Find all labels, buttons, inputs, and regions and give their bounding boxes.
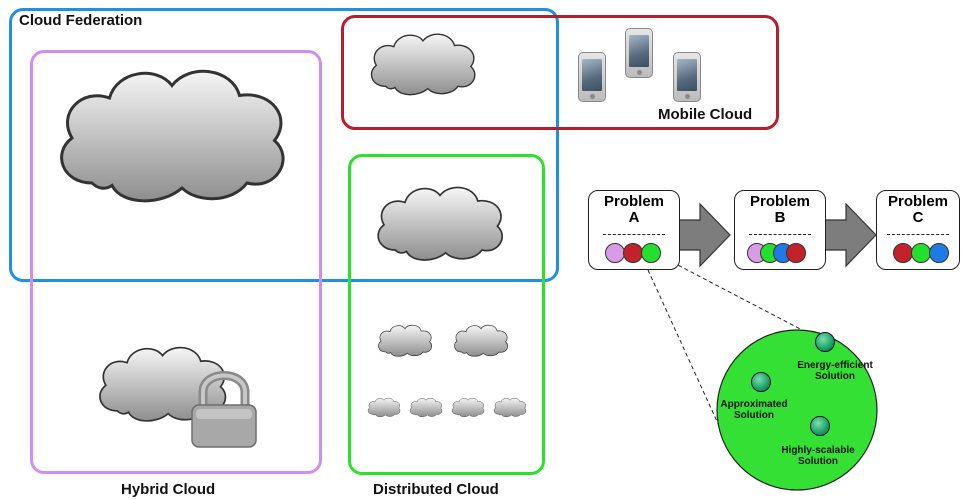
- distributed-main-cloud: [377, 186, 504, 261]
- approach-dot: [623, 243, 643, 263]
- zoom-line-left: [647, 269, 721, 429]
- approximated-solution-label: Approximated Solution: [720, 399, 788, 421]
- mobile-cloud-region: [341, 15, 779, 130]
- approach-dot: [929, 243, 949, 263]
- problem-b-letter: B: [774, 209, 786, 226]
- energy-efficient-solution-label: Energy-efficient Solution: [797, 360, 873, 382]
- phone-icon: [625, 28, 653, 78]
- approach-dot: [786, 243, 806, 263]
- large-cloud: [59, 69, 285, 203]
- problem-box-b: Problem B: [734, 190, 826, 270]
- solution-node: [815, 332, 835, 352]
- approach-dot: [605, 243, 625, 263]
- tiny-cloud-3: [451, 397, 485, 417]
- hybrid-cloud-region: [30, 50, 322, 474]
- mobile-cloud-server: [370, 33, 476, 96]
- lock-icon: [191, 371, 257, 448]
- approach-dot: [893, 243, 913, 263]
- distributed-cloud-region: [348, 154, 545, 475]
- hybrid-cloud-label: Hybrid Cloud: [121, 481, 216, 498]
- problem-box-a: Problem A: [588, 190, 680, 270]
- highly-scalable-solution-label: Highly-scalable Solution: [781, 445, 855, 467]
- small-cloud-1: [378, 324, 433, 357]
- approach-dot: [641, 243, 661, 263]
- small-cloud-2: [454, 324, 509, 357]
- approach-dot: [911, 243, 931, 263]
- solution-node: [810, 416, 830, 436]
- cloud-federation-region: [9, 8, 559, 282]
- problem-b-title: Problem: [749, 193, 810, 210]
- problem-a-letter: A: [628, 209, 640, 226]
- cloud-federation-label: Cloud Federation: [19, 12, 143, 29]
- problem-a-title: Problem: [603, 193, 664, 210]
- zoom-line-right: [671, 261, 851, 356]
- tiny-cloud-2: [409, 397, 443, 417]
- solution-node: [751, 372, 771, 392]
- phone-icon: [673, 52, 701, 102]
- mobile-cloud-label: Mobile Cloud: [658, 106, 753, 123]
- arrow-right-icon: [675, 202, 731, 268]
- solution-space-circle: [716, 329, 878, 491]
- arrow-right-icon: [821, 202, 877, 268]
- problem-c-letter: C: [912, 209, 924, 226]
- tiny-cloud-4: [493, 397, 527, 417]
- phone-icon: [578, 52, 606, 102]
- problem-c-title: Problem: [887, 193, 948, 210]
- tiny-cloud-1: [367, 397, 401, 417]
- distributed-cloud-label: Distributed Cloud: [373, 481, 499, 498]
- problem-box-c: Problem C: [876, 190, 960, 270]
